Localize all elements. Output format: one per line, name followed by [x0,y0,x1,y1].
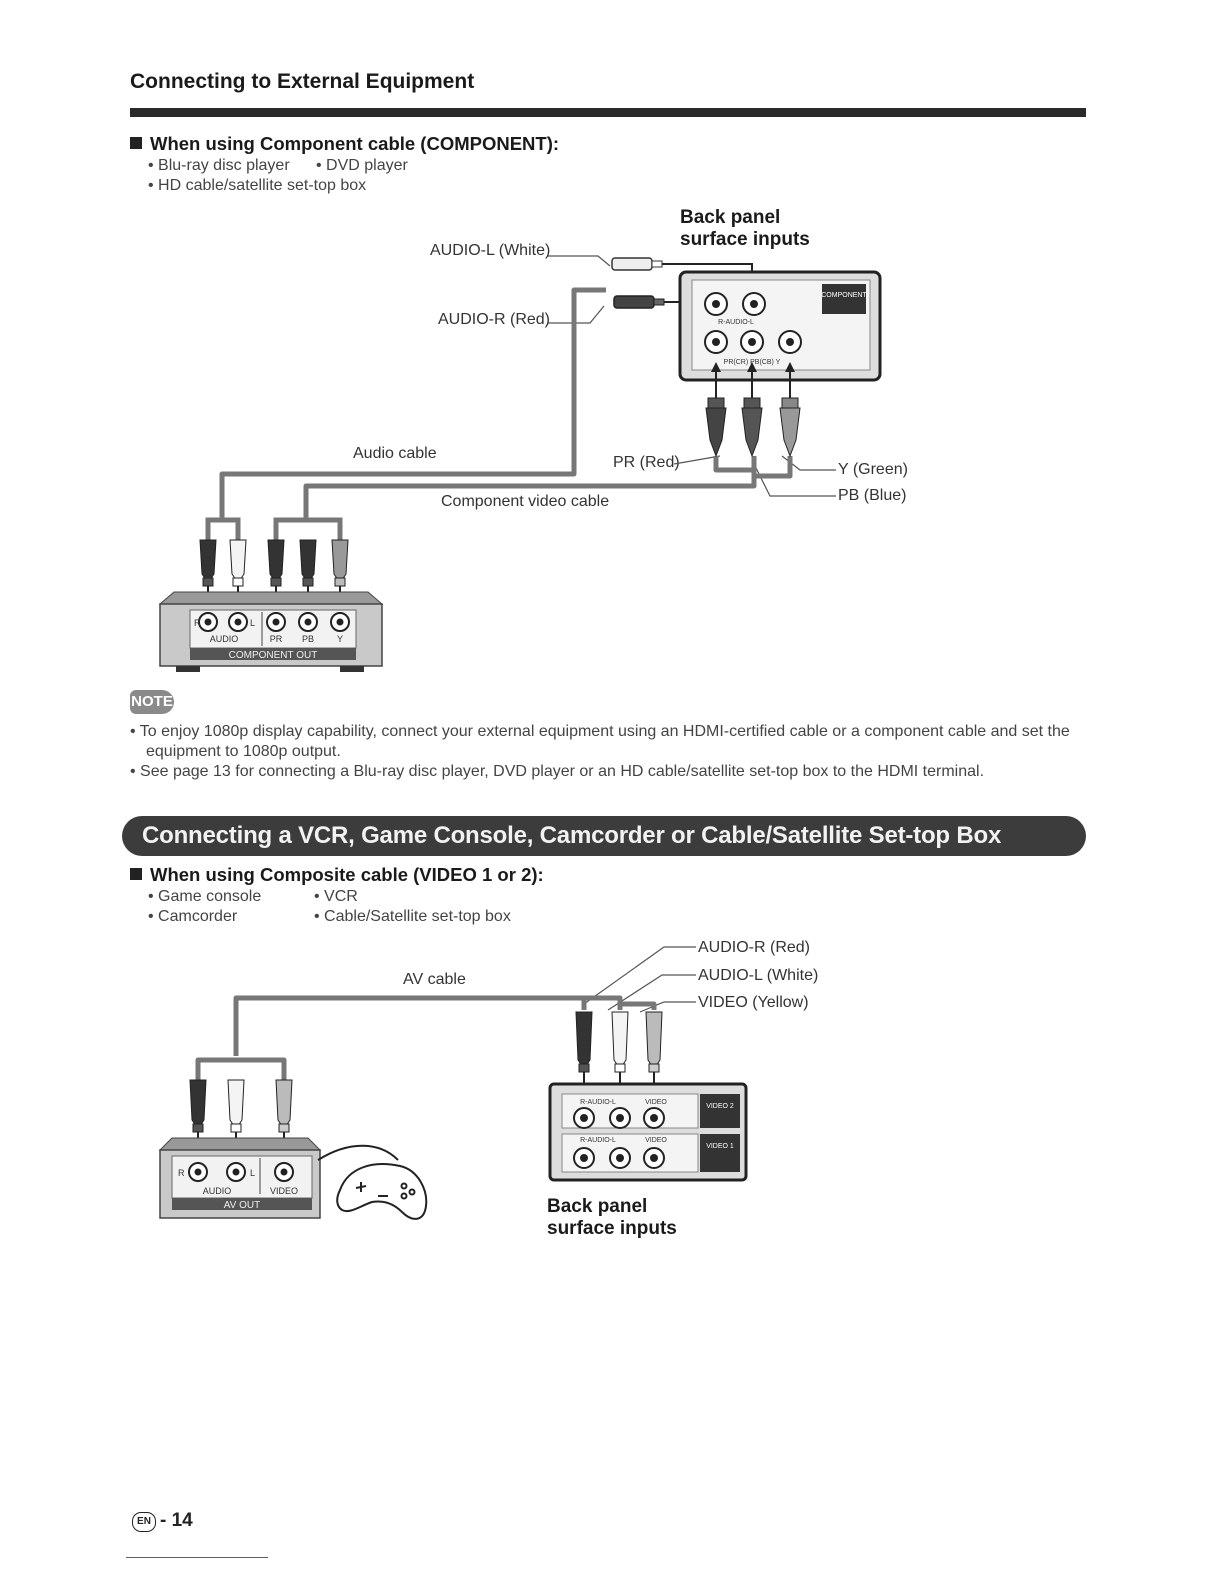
svg-text:PB: PB [302,634,314,644]
y-label: Y (Green) [838,461,908,478]
game-controller-icon [317,1144,428,1220]
audio-l-label: AUDIO-L (White) [430,242,551,259]
device-item: Game console [148,888,261,906]
device-item: VCR [314,888,358,906]
svg-text:R: R [178,1168,185,1178]
back-panel-label-line1: Back panel [547,1196,648,1217]
component-plug-y-icon [779,397,801,458]
device-item: HD cable/satellite set-top box [148,177,366,195]
svg-text:R-AUDIO-L: R-AUDIO-L [580,1099,616,1106]
audio-r-plug-icon [613,295,665,309]
svg-text:L: L [250,618,255,628]
page-header-title: Connecting to External Equipment [130,70,475,93]
header-rule [130,108,1086,117]
svg-text:VIDEO 2: VIDEO 2 [706,1103,734,1110]
composite-connection-diagram: VIDEO 2 VIDEO 1 R-AUDIO-L VIDEO R-AUDIO-… [158,946,748,1220]
device-item: Cable/Satellite set-top box [314,908,511,926]
svg-text:VIDEO: VIDEO [645,1137,667,1144]
tv-component-panel: COMPONENT R-AUDIO-L PR(CR) PB(CB) Y [678,270,882,382]
back-panel-label: Back panel surface inputs [547,1196,677,1240]
device-item: Blu-ray disc player [148,157,290,175]
component-source-device: R L AUDIO PR PB Y COMPONENT OUT [158,591,384,672]
back-panel-label-line2: surface inputs [680,229,810,250]
svg-text:Y: Y [337,634,343,644]
tv-composite-panel: VIDEO 2 VIDEO 1 R-AUDIO-L VIDEO R-AUDIO-… [548,1082,748,1182]
svg-text:R-AUDIO-L: R-AUDIO-L [718,319,754,326]
back-panel-label-line1: Back panel [680,207,781,228]
svg-text:R: R [194,618,201,628]
svg-text:AUDIO: AUDIO [210,634,239,644]
device-item: DVD player [316,157,408,175]
av-cable-label: AV cable [403,971,466,988]
component-heading: When using Component cable (COMPONENT): [130,133,559,155]
svg-text:R-AUDIO-L: R-AUDIO-L [580,1137,616,1144]
svg-text:VIDEO: VIDEO [645,1099,667,1106]
svg-text:AUDIO: AUDIO [203,1186,232,1196]
svg-text:COMPONENT OUT: COMPONENT OUT [229,650,318,661]
svg-text:AV OUT: AV OUT [224,1200,260,1211]
note-item: See page 13 for connecting a Blu-ray dis… [130,762,1090,782]
back-panel-label: Back panel surface inputs [680,207,810,251]
heading-square-icon [130,868,142,880]
component-video-cable-label: Component video cable [441,493,610,510]
audio-l-plug-icon [611,257,663,271]
svg-text:PR: PR [270,634,283,644]
heading-square-icon [130,137,142,149]
note-list: To enjoy 1080p display capability, conne… [130,722,1090,782]
pr-label: PR (Red) [613,454,680,471]
component-heading-text: When using Component cable (COMPONENT): [150,133,560,154]
device-item: Camcorder [148,908,237,926]
component-plug-pr-icon [705,397,727,458]
audio-r-label: AUDIO-R (Red) [438,311,551,328]
composite-heading: When using Composite cable (VIDEO 1 or 2… [130,864,544,886]
component-plug-pb-icon [741,397,763,458]
video-label: VIDEO (Yellow) [698,994,809,1011]
section-banner: Connecting a VCR, Game Console, Camcorde… [122,816,1086,856]
note-item: To enjoy 1080p display capability, conne… [130,722,1090,762]
note-badge: NOTE [130,690,174,714]
svg-text:L: L [250,1168,255,1178]
footer-line [126,1557,268,1558]
back-panel-label-line2: surface inputs [547,1218,677,1239]
composite-heading-text: When using Composite cable (VIDEO 1 or 2… [150,864,544,885]
av-source-device: R L AUDIO VIDEO AV OUT [158,1137,322,1219]
svg-text:VIDEO 1: VIDEO 1 [706,1143,734,1150]
component-connection-diagram: COMPONENT R-AUDIO-L PR(CR) PB(CB) Y [158,255,882,672]
page-number-text: - 14 [160,1510,193,1531]
audio-r-label: AUDIO-R (Red) [698,939,811,956]
language-icon: EN [132,1512,156,1532]
audio-l-label: AUDIO-L (White) [698,967,819,984]
tv-component-badge: COMPONENT [821,292,867,299]
svg-text:VIDEO: VIDEO [270,1186,298,1196]
page-number: EN- 14 [132,1510,193,1532]
pb-label: PB (Blue) [838,487,907,504]
audio-cable-label: Audio cable [353,445,437,462]
